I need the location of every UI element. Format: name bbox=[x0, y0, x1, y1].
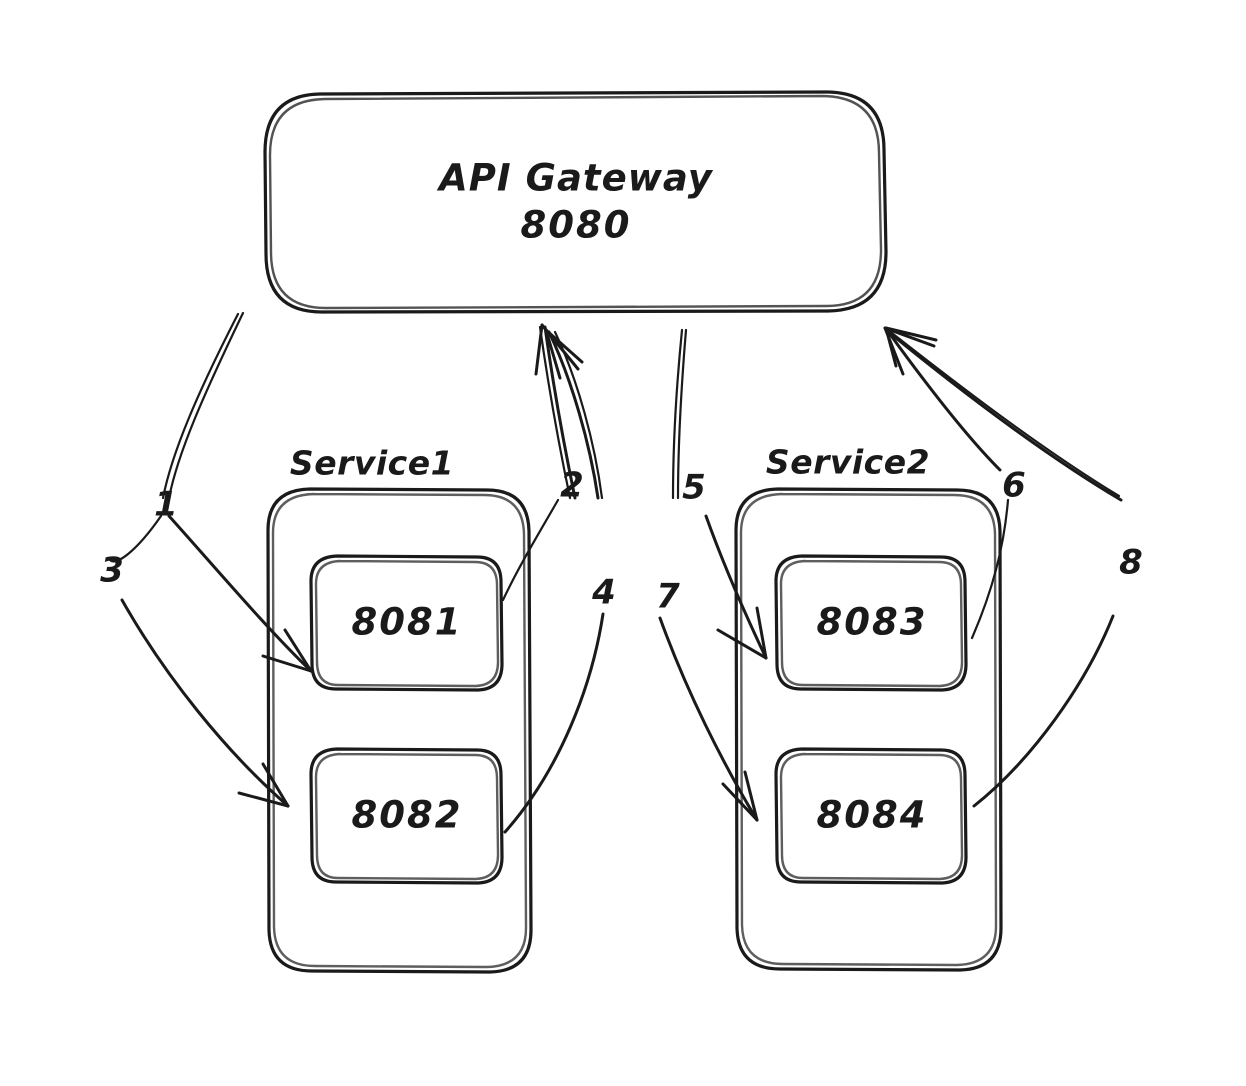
service1-label: Service1 bbox=[290, 444, 454, 483]
service2-box[interactable] bbox=[734, 487, 1003, 972]
edge-label-1: 1 bbox=[154, 485, 178, 525]
port-label-8083: 8083 bbox=[817, 601, 928, 644]
service1-box[interactable] bbox=[266, 487, 533, 974]
edge-label-8: 8 bbox=[1119, 543, 1143, 583]
port-box-8084[interactable] bbox=[774, 747, 968, 885]
edge-8-8084-to-gateway bbox=[884, 326, 1123, 808]
api-gateway-port: 8080 bbox=[521, 204, 632, 247]
service2-label: Service2 bbox=[766, 443, 930, 482]
api-gateway-title: API Gateway bbox=[436, 157, 714, 200]
edge-label-3: 3 bbox=[100, 551, 124, 591]
edge-7-gateway-to-8084 bbox=[658, 616, 759, 822]
edge-label-7: 7 bbox=[656, 577, 680, 617]
port-label-8082: 8082 bbox=[352, 794, 463, 837]
edge-4-8082-to-gateway bbox=[503, 328, 605, 834]
edge-label-5: 5 bbox=[682, 468, 706, 508]
edge-label-6: 6 bbox=[1002, 466, 1026, 506]
edge-3-gateway-to-8082 bbox=[108, 514, 290, 808]
api-gateway-box[interactable] bbox=[263, 90, 888, 314]
port-box-8082[interactable] bbox=[309, 747, 504, 885]
edge-label-2: 2 bbox=[560, 466, 584, 506]
port-box-8081[interactable] bbox=[309, 554, 504, 692]
edge-2-8081-to-gateway bbox=[501, 323, 580, 602]
edge-label-4: 4 bbox=[591, 573, 616, 613]
edge-1-gateway-to-8081 bbox=[161, 311, 313, 673]
edge-5-gateway-to-8083 bbox=[671, 328, 768, 660]
port-label-8081: 8081 bbox=[352, 601, 463, 644]
port-label-8084: 8084 bbox=[817, 794, 928, 837]
port-box-8083[interactable] bbox=[774, 554, 968, 692]
